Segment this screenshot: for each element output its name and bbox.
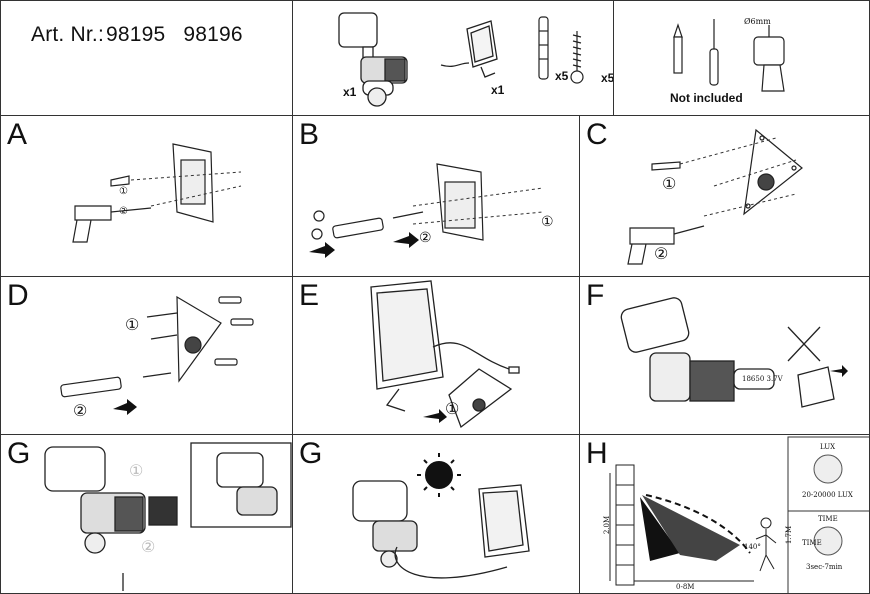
direction-arrow-icon xyxy=(113,399,137,415)
art-label: Art. Nr.: xyxy=(31,23,104,46)
marker-1: ① xyxy=(445,401,460,418)
power-drill-icon xyxy=(72,205,112,243)
wall-plug-icon xyxy=(538,16,549,80)
angle-label: 140° xyxy=(744,543,761,551)
step-g1-illustration xyxy=(44,442,292,591)
step-g2-illustration xyxy=(352,453,530,579)
screwdriver-icon xyxy=(709,19,719,86)
step-g1-cell: G ① ② xyxy=(0,434,293,594)
detection-zone-icon xyxy=(640,494,751,561)
wall-plug-icon xyxy=(110,175,130,187)
lux-range: 20-20000 LUX xyxy=(802,491,853,499)
art-number-2: 98196 xyxy=(183,23,243,46)
power-drill-icon xyxy=(627,227,675,265)
wall-mount-plate-icon xyxy=(448,368,513,429)
marker-1: ① xyxy=(119,186,128,197)
step-h-illustration xyxy=(609,436,869,593)
parts-cell: x1 x1 x5 x5 xyxy=(292,0,614,116)
marker-2: ② xyxy=(419,231,432,246)
step-e-illustration xyxy=(370,280,520,429)
qty-plugs: x5 xyxy=(555,69,569,83)
not-included-label: Not included xyxy=(670,91,743,105)
screwdriver-icon xyxy=(60,376,122,398)
lamp-head-icon xyxy=(352,480,408,522)
direction-arrow-icon xyxy=(309,232,419,258)
step-c-illustration xyxy=(627,128,803,265)
qty-lamp: x1 xyxy=(343,85,357,99)
power-drill-icon xyxy=(753,25,785,92)
marker-1: ① xyxy=(125,317,140,334)
time-dial-label: TIME xyxy=(802,539,822,547)
time-title: TIME xyxy=(818,515,838,523)
lamp-head-icon xyxy=(620,297,690,353)
step-letter: C xyxy=(586,118,608,151)
marker-1: ① xyxy=(662,176,677,193)
header-cell: Art. Nr.:98195 98196 xyxy=(0,0,293,116)
step-d-illustration xyxy=(60,295,254,415)
step-e-cell: E ① xyxy=(292,276,580,435)
battery-icon xyxy=(733,368,775,390)
step-f-illustration xyxy=(620,297,848,408)
step-letter: B xyxy=(299,118,320,151)
battery-cover-icon xyxy=(148,496,178,526)
marker-2: ② xyxy=(73,403,88,420)
step-b-cell: B ① ② xyxy=(292,115,580,277)
direction-arrow-icon xyxy=(830,365,848,377)
lamp-unit-icon xyxy=(338,12,408,107)
step-a-cell: A ① ② xyxy=(0,115,293,277)
marker-2: ② xyxy=(654,246,669,263)
step-letter: H xyxy=(586,437,608,470)
marker-1: ① xyxy=(129,463,144,480)
step-a-illustration xyxy=(72,143,242,243)
pencil-icon xyxy=(673,23,683,74)
step-letter: F xyxy=(586,279,605,312)
qty-screws: x5 xyxy=(601,71,614,85)
parts-illustration xyxy=(338,12,584,107)
range-label: 0-8M xyxy=(676,583,695,591)
tools-illustration xyxy=(673,19,785,92)
lamp-head-icon xyxy=(44,446,106,492)
battery-compartment-icon xyxy=(689,360,735,402)
article-number-title: Art. Nr.:98195 98196 xyxy=(31,23,261,47)
time-range: 3sec-7min xyxy=(806,563,843,571)
wall-mount-plate-icon xyxy=(743,128,803,216)
step-letter: D xyxy=(7,279,29,312)
marker-1: ① xyxy=(541,215,554,230)
lux-dial-icon xyxy=(813,454,843,484)
screwdriver-icon xyxy=(332,217,384,239)
drill-bit-label: Ø6mm xyxy=(744,17,771,26)
battery-label: 18650 3.7V xyxy=(742,375,783,383)
tools-cell: Ø6mm Not included xyxy=(613,0,870,116)
time-dial-icon xyxy=(813,526,843,556)
step-g2-cell: G xyxy=(292,434,580,594)
marker-2: ② xyxy=(119,206,128,217)
height-label: 2.0M xyxy=(603,515,612,535)
step-f-cell: F 18650 3.7V xyxy=(579,276,870,435)
art-number-1: 98195 xyxy=(105,23,166,46)
step-b-illustration xyxy=(309,163,544,258)
step-letter: G xyxy=(299,437,323,470)
step-h-cell: H 2.0M 0-8M 140° 1.7M LUX 20-20000 LUX T… xyxy=(579,434,870,594)
step-c-cell: C ① ② xyxy=(579,115,870,277)
solar-panel-icon xyxy=(440,20,498,78)
sun-icon xyxy=(417,453,461,497)
screw-icon xyxy=(570,31,584,84)
qty-panel: x1 xyxy=(491,83,505,97)
person-icon xyxy=(755,517,777,572)
person-height-label: 1.7M xyxy=(785,525,794,545)
step-d-cell: D ① ② xyxy=(0,276,293,435)
step-letter: G xyxy=(7,437,31,470)
direction-arrow-icon xyxy=(423,409,447,423)
lux-title: LUX xyxy=(820,443,836,451)
step-letter: E xyxy=(299,279,320,312)
marker-2: ② xyxy=(141,539,156,556)
step-letter: A xyxy=(7,118,28,151)
battery-cover-icon xyxy=(797,366,835,408)
